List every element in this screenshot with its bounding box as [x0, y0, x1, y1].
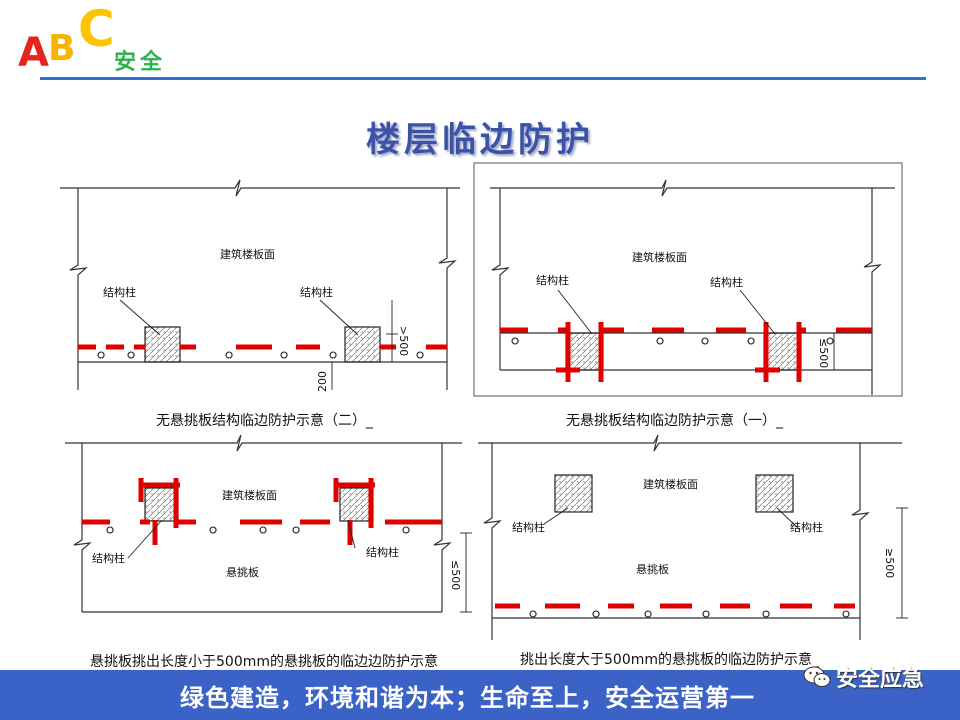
logo-letter-b: B: [48, 28, 76, 69]
account-name: 安全应急: [836, 667, 925, 692]
diagram-3-caption: 悬挑板挑出长度小于500mm的悬挑板的临边边防护示意: [90, 654, 438, 670]
diagram-2-caption: 无悬挑板结构临边防护示意（一）_: [566, 413, 783, 429]
column-block: [144, 487, 179, 522]
dimension-label: >500: [397, 326, 410, 356]
page-title: 楼层临边防护: [366, 120, 594, 160]
floor-label: 建筑楼板面: [643, 477, 698, 491]
diagram-4: 建筑楼板面 结构柱 结构柱 悬挑板 ≥500: [478, 434, 908, 640]
logo-letter-c: C: [78, 0, 115, 58]
floor-label: 建筑楼板面: [220, 247, 275, 261]
column-label: 结构柱: [790, 520, 823, 534]
column-block: [763, 332, 802, 371]
footer-slogan: 绿色建造，环境和谐为本；生命至上，安全运营第一: [180, 683, 755, 712]
column-label: 结构柱: [366, 545, 399, 559]
abc-safety-logo: A B C 安全: [18, 0, 178, 76]
column-label: 结构柱: [300, 285, 333, 299]
dimension-label: ≥500: [883, 548, 896, 578]
dimension-label: ≤500: [449, 560, 462, 590]
column-block: [755, 474, 794, 513]
account-badge: 安全应急: [802, 662, 924, 692]
column-label: 结构柱: [103, 285, 136, 299]
column-label: 结构柱: [512, 520, 545, 534]
dimension-label: ≤500: [817, 338, 830, 368]
diagram-2: 建筑楼板面 结构柱 结构柱 ≤500: [473, 162, 903, 397]
slab-label: 悬挑板: [636, 562, 669, 576]
wechat-icon: [803, 666, 831, 687]
logo-letter-a: A: [18, 30, 49, 76]
diagram-1-caption: 无悬挑板结构临边防护示意（二）_: [156, 413, 373, 429]
column-label: 结构柱: [536, 273, 569, 287]
diagram-4-caption: 挑出长度大于500mm的悬挑板的临边防护示意_: [520, 652, 819, 668]
column-label: 结构柱: [710, 275, 743, 289]
footer-bar: [0, 670, 960, 720]
floor-label: 建筑楼板面: [222, 488, 277, 502]
column-block: [565, 332, 604, 371]
column-block: [144, 326, 181, 363]
dimension-label: 200: [316, 371, 329, 392]
floor-label: 建筑楼板面: [632, 250, 687, 264]
logo-suffix: 安全: [114, 50, 167, 75]
column-block: [339, 487, 374, 522]
header-divider: [40, 77, 926, 80]
diagram-1: 建筑楼板面 结构柱 结构柱 >500 200: [60, 179, 460, 392]
slab-label: 悬挑板: [226, 565, 259, 579]
column-label: 结构柱: [92, 551, 125, 565]
column-block: [344, 326, 381, 363]
diagram-3: 建筑楼板面 结构柱 结构柱 悬挑板 ≤500: [65, 434, 472, 613]
column-block: [554, 474, 593, 513]
